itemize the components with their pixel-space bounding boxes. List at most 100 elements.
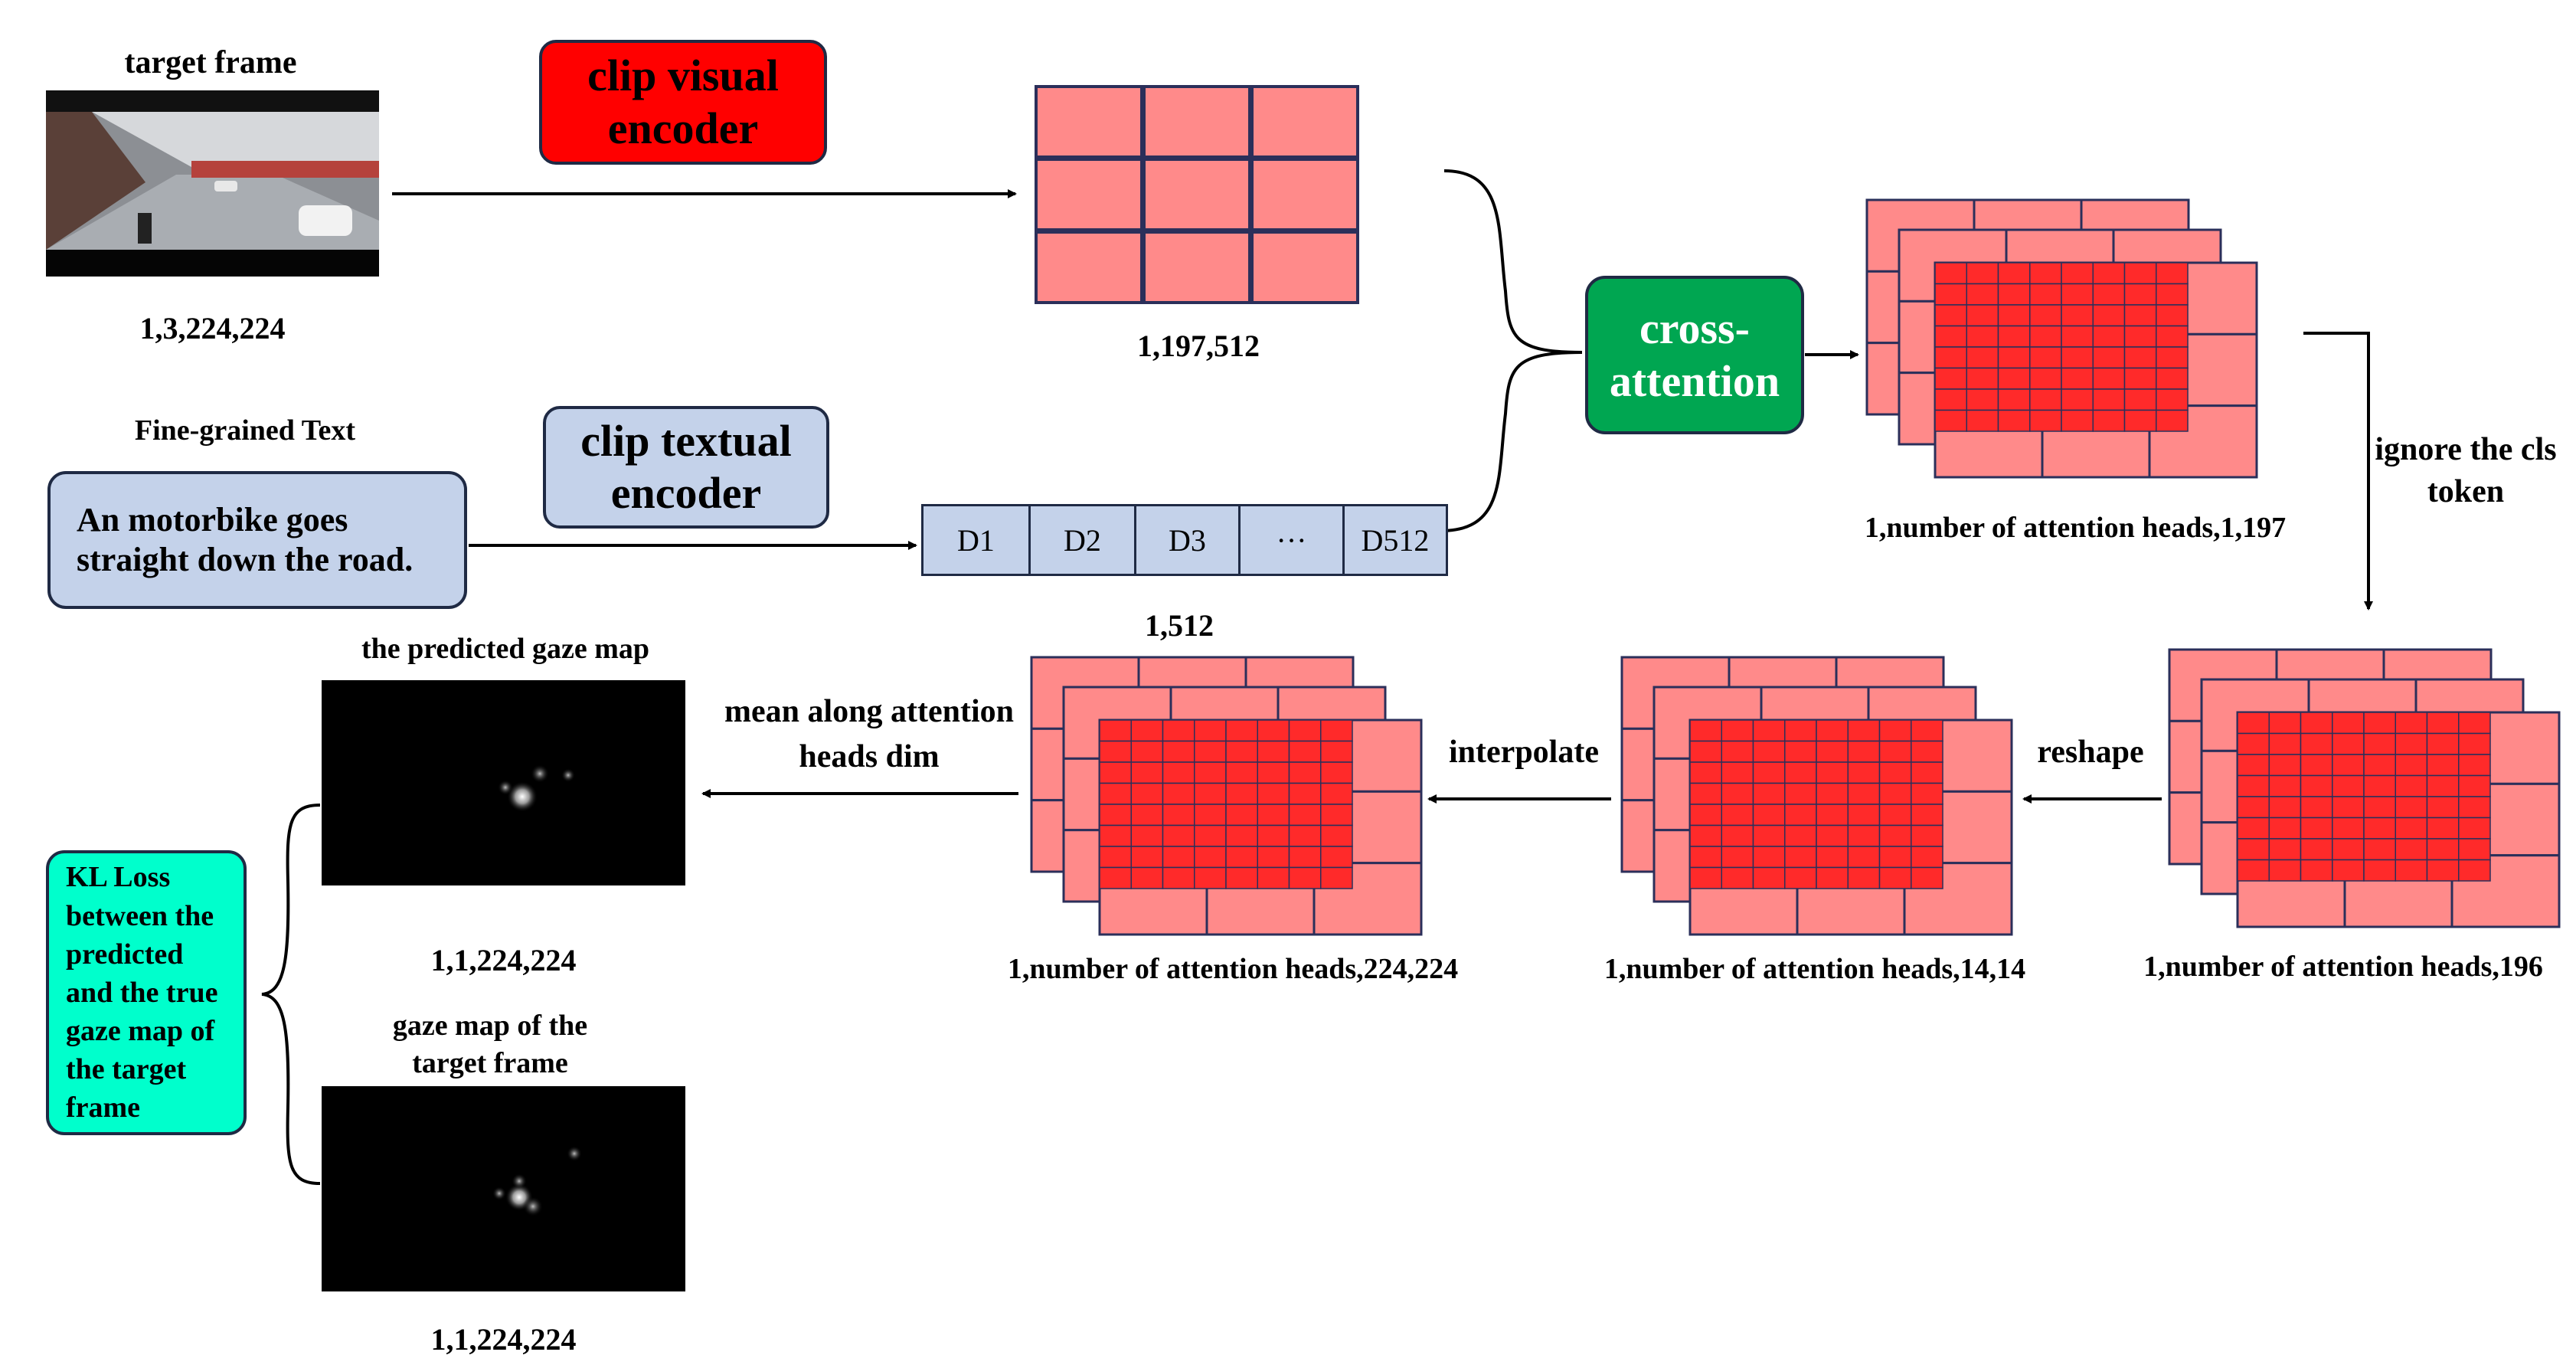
feature-cell bbox=[2268, 817, 2302, 840]
feature-cell bbox=[1997, 304, 2031, 327]
feature-cell bbox=[1099, 804, 1132, 827]
feature-cell bbox=[2363, 754, 2396, 777]
feature-cell bbox=[2237, 838, 2270, 861]
feature-cell bbox=[2332, 774, 2365, 797]
feature-cell bbox=[2029, 409, 2062, 432]
feature-cell bbox=[1784, 782, 1817, 805]
feature-cell bbox=[2363, 838, 2396, 861]
feature-cell bbox=[1225, 740, 1258, 763]
tunnel-scene-icon bbox=[46, 90, 379, 277]
reshape-label: reshape bbox=[2037, 735, 2144, 770]
feature-cell bbox=[2363, 732, 2396, 755]
clip-textual-encoder-label: clip textual encoder bbox=[580, 415, 792, 518]
feature-cell bbox=[1752, 761, 1786, 784]
feature-cell bbox=[2426, 838, 2460, 861]
feature-cell bbox=[1752, 866, 1786, 889]
feature-cell bbox=[1997, 262, 2031, 285]
text-cell-d512: D512 bbox=[1361, 522, 1430, 558]
feature-cell bbox=[2395, 712, 2428, 735]
feature-cell bbox=[1257, 804, 1290, 827]
feature-cell bbox=[2029, 262, 2062, 285]
feature-cell bbox=[2332, 796, 2365, 819]
feature-cell bbox=[1099, 719, 1132, 742]
feature-cell bbox=[2123, 325, 2157, 348]
textual-feature-shape: 1,512 bbox=[1145, 608, 1214, 643]
feature-cell bbox=[2237, 796, 2270, 819]
feature-cell bbox=[1721, 782, 1754, 805]
cross-attention-label: cross- attention bbox=[1609, 303, 1780, 406]
feature-cell bbox=[2092, 367, 2126, 390]
feature-cell bbox=[2268, 732, 2302, 755]
fine-grained-text-title: Fine-grained Text bbox=[134, 414, 356, 447]
feature-cell bbox=[1320, 846, 1353, 869]
feature-cell bbox=[1784, 866, 1817, 889]
feature-cell bbox=[1784, 761, 1817, 784]
cross-attention-block: cross- attention bbox=[1585, 276, 1804, 434]
feature-cell bbox=[2395, 817, 2428, 840]
feature-cell bbox=[2092, 283, 2126, 306]
feature-cell bbox=[1162, 719, 1195, 742]
feature-cell bbox=[2300, 838, 2333, 861]
feature-cell bbox=[1225, 719, 1258, 742]
mean-heads-label: mean along attention heads dim bbox=[724, 694, 1014, 774]
feature-cell bbox=[1966, 304, 1999, 327]
feature-cell bbox=[2395, 838, 2428, 861]
feature-cell bbox=[1847, 866, 1881, 889]
feature-cell bbox=[2156, 262, 2189, 285]
feature-cell bbox=[1816, 740, 1849, 763]
feature-cell bbox=[2156, 367, 2189, 390]
feature-cell bbox=[1162, 866, 1195, 889]
true-gaze-label: gaze map of the target frame bbox=[392, 1010, 588, 1080]
feature-cell bbox=[2363, 796, 2396, 819]
feature-cell bbox=[2092, 409, 2126, 432]
feature-cell bbox=[1194, 846, 1227, 869]
feature-cell bbox=[1162, 782, 1195, 805]
feature-cell bbox=[1099, 782, 1132, 805]
feature-cell bbox=[1130, 846, 1164, 869]
text-sentence: An motorbike goes straight down the road… bbox=[77, 501, 414, 578]
feature-cell bbox=[2123, 304, 2157, 327]
feature-cell bbox=[2061, 367, 2094, 390]
feature-cell bbox=[1966, 262, 1999, 285]
feature-cell bbox=[1878, 782, 1912, 805]
feature-cell bbox=[1288, 761, 1322, 784]
feature-cell bbox=[2061, 409, 2094, 432]
feature-cell bbox=[1320, 761, 1353, 784]
head-layer-dense bbox=[1689, 719, 1943, 889]
feature-cell bbox=[2123, 367, 2157, 390]
feature-cell bbox=[2332, 732, 2365, 755]
feature-cell bbox=[2300, 732, 2333, 755]
attention-heads-196-shape: 1,number of attention heads,196 bbox=[2143, 951, 2543, 983]
feature-cell bbox=[2123, 346, 2157, 369]
feature-cell bbox=[2061, 346, 2094, 369]
feature-cell bbox=[2332, 817, 2365, 840]
feature-cell bbox=[2092, 346, 2126, 369]
feature-cell bbox=[1966, 409, 1999, 432]
feature-cell bbox=[1162, 804, 1195, 827]
feature-cell bbox=[1689, 740, 1722, 763]
feature-cell bbox=[1130, 866, 1164, 889]
feature-cell bbox=[2029, 325, 2062, 348]
feature-cell bbox=[2458, 774, 2491, 797]
text-cell-d3: D3 bbox=[1136, 506, 1241, 574]
feature-cell bbox=[1911, 761, 1943, 784]
feature-cell bbox=[2300, 774, 2333, 797]
feature-cell bbox=[2268, 796, 2302, 819]
feature-cell bbox=[2300, 859, 2333, 882]
feature-cell bbox=[1997, 346, 2031, 369]
kl-loss-box: KL Loss between the predicted and the tr… bbox=[46, 850, 247, 1135]
feature-cell bbox=[2363, 859, 2396, 882]
feature-cell bbox=[1934, 367, 1967, 390]
feature-cell bbox=[2363, 817, 2396, 840]
feature-cell bbox=[1194, 782, 1227, 805]
feature-cell bbox=[1288, 719, 1322, 742]
feature-cell bbox=[1878, 719, 1912, 742]
feature-cell bbox=[1911, 846, 1943, 869]
feature-cell bbox=[1257, 740, 1290, 763]
feature-cell bbox=[1816, 846, 1849, 869]
feature-cell bbox=[2268, 774, 2302, 797]
feature-cell bbox=[1997, 325, 2031, 348]
feature-cell bbox=[1194, 804, 1227, 827]
feature-cell bbox=[1162, 761, 1195, 784]
feature-cell bbox=[1752, 782, 1786, 805]
